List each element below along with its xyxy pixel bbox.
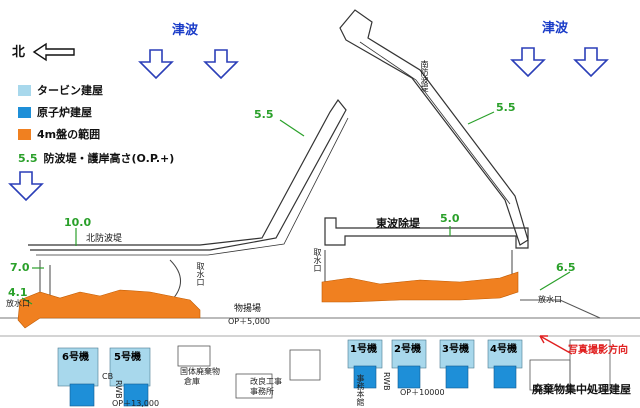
- tsunami-label-right: 津波: [542, 21, 569, 36]
- legend-reactor-label: 原子炉建屋: [37, 106, 92, 119]
- waste-center-label: 廃棄物集中処理建屋: [532, 383, 631, 396]
- legend-height-value: 5.5: [18, 151, 38, 165]
- legend-height: 5.5 防波堤・護岸高さ(O.P.+): [18, 150, 174, 166]
- legend-ground-label: 4m盤の範囲: [37, 128, 101, 141]
- height-north-shore: 7.0: [10, 261, 30, 274]
- north-label: 北: [12, 45, 26, 60]
- height-south-diag: 5.5: [496, 101, 516, 114]
- unit-5-label: 5号機: [114, 352, 141, 363]
- height-outlet: 4.1: [8, 286, 28, 299]
- unit-6-label: 6号機: [62, 352, 89, 363]
- rwb-label-2: RWB: [382, 372, 391, 391]
- legend-ground: 4m盤の範囲: [18, 126, 100, 142]
- office-label: 事務所: [250, 387, 274, 396]
- height-north-diag: 5.5: [254, 108, 274, 121]
- waste-bldg-label: 国体廃棄物: [180, 367, 220, 376]
- reactor-buildings: [69, 365, 517, 407]
- photo-direction-label: 写真撮影方向: [568, 345, 628, 356]
- unit-4-label: 4号機: [490, 344, 517, 355]
- legend-height-label: 防波堤・護岸高さ(O.P.+): [43, 152, 175, 165]
- construction-label: 改良工事: [250, 377, 282, 386]
- elev-b: OP＋10000: [400, 388, 445, 397]
- legend-reactor: 原子炉建屋: [18, 104, 92, 120]
- south-breakwater-label: 南防波堤: [420, 60, 429, 92]
- admin-label: 事務本館: [356, 374, 365, 406]
- harbor-outline: [0, 250, 640, 337]
- south-breakwater: [339, 9, 529, 246]
- height-south-shore: 6.5: [556, 261, 576, 274]
- east-breakwater-label: 東波除堤: [376, 217, 420, 230]
- legend-turbine-label: タービン建屋: [37, 84, 103, 97]
- turbine-buildings: [57, 339, 523, 387]
- tsunami-label-left: 津波: [172, 23, 199, 38]
- unit-1-label: 1号機: [350, 344, 377, 355]
- north-arrow-icon: [32, 42, 75, 62]
- outlet-right-label: 放水口: [538, 295, 562, 304]
- warehouse-label: 倉庫: [184, 377, 200, 386]
- yard-elev: OP＋5,000: [228, 317, 271, 326]
- tsunami-arrows: [8, 47, 609, 202]
- north-breakwater-label: 北防波堤: [86, 234, 123, 244]
- rwb-label: RWB: [114, 380, 123, 399]
- reactor-swatch: [18, 106, 31, 118]
- yard-label: 物揚場: [234, 304, 262, 314]
- elev-a: OP＋13,000: [112, 399, 160, 408]
- misc-structures: [177, 339, 611, 399]
- east-breakwater-shape: [324, 217, 529, 249]
- ground-4m-areas: [17, 271, 519, 329]
- unit-3-label: 3号機: [442, 344, 469, 355]
- height-leaders: [21, 111, 571, 305]
- turbine-swatch: [18, 84, 31, 96]
- legend-turbine: タービン建屋: [18, 82, 103, 98]
- photo-direction-icon: [539, 335, 573, 355]
- cb-label: CB: [102, 372, 114, 381]
- height-north-breakwater: 10.0: [64, 216, 92, 229]
- outlet-left-label: 放水口: [6, 299, 30, 308]
- north-breakwater: [28, 98, 349, 256]
- ground-swatch: [18, 128, 31, 140]
- unit-2-label: 2号機: [394, 344, 421, 355]
- height-east-breakwater: 5.0: [440, 212, 460, 225]
- intake-mid-label: 取水口: [313, 248, 322, 272]
- intake-center-label: 取水口: [196, 262, 205, 286]
